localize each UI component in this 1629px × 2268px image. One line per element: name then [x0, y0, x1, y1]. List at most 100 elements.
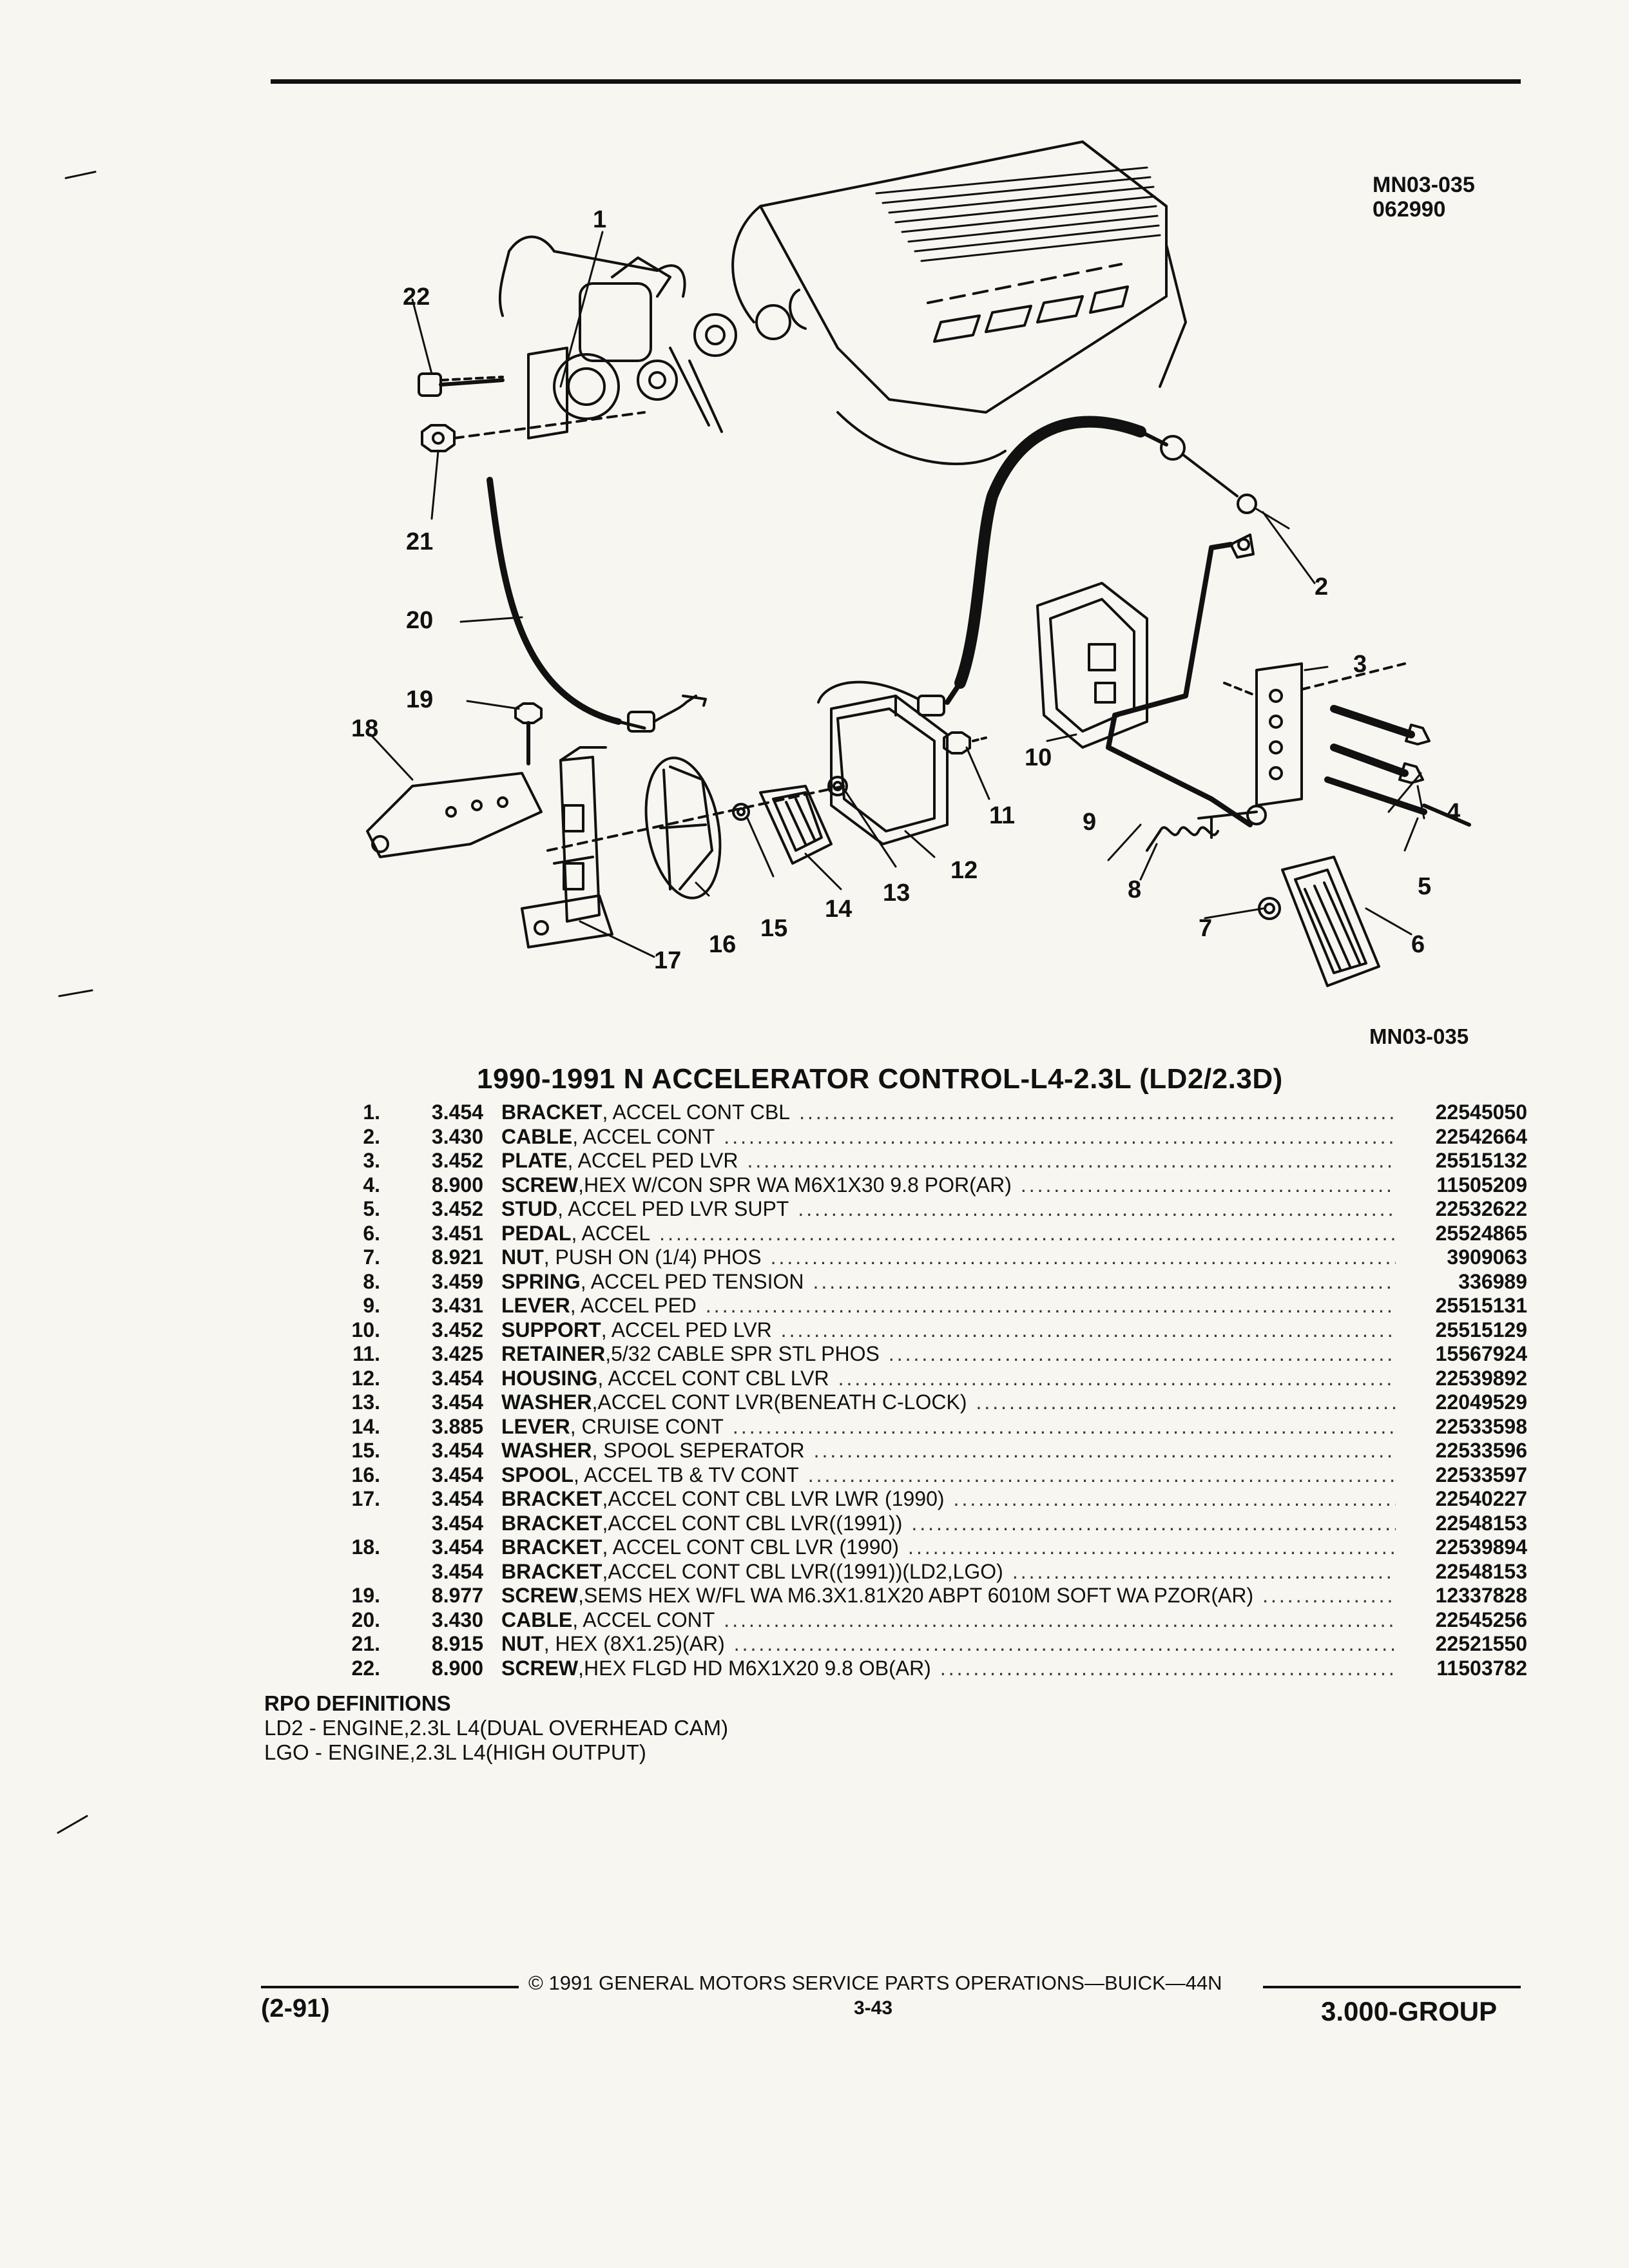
- part-number: 22540227: [1435, 1487, 1527, 1510]
- part-group: 3.885: [431, 1414, 483, 1438]
- dot-leader: [940, 1657, 1396, 1681]
- part-index: 21.: [351, 1632, 380, 1655]
- part-index: 12.: [351, 1366, 380, 1390]
- part-number: 3909063: [1447, 1245, 1527, 1269]
- diagram-code: MN03-035: [1373, 173, 1475, 197]
- part-index: 15.: [351, 1439, 380, 1462]
- engine-intake-drawing: [669, 140, 1187, 465]
- part-number: 22542664: [1435, 1124, 1527, 1148]
- part-description: SCREW,SEMS HEX W/FL WA M6.3X1.81X20 ABPT…: [483, 1584, 1405, 1608]
- throttle-body-drawing: [498, 235, 686, 439]
- part-description: BRACKET, ACCEL CONT CBL LVR (1990): [483, 1535, 1405, 1560]
- part-detail: ,HEX FLGD HD M6X1X20 9.8 OB(AR): [578, 1656, 931, 1680]
- copyright-notice: © 1991 GENERAL MOTORS SERVICE PARTS OPER…: [528, 1972, 1222, 1994]
- part-name: SCREW: [501, 1656, 579, 1680]
- part-description: SCREW,HEX W/CON SPR WA M6X1X30 9.8 POR(A…: [483, 1173, 1405, 1198]
- nut-21-drawing: [421, 411, 646, 452]
- support-10-drawing: [1036, 582, 1148, 749]
- part-description: SPRING, ACCEL PED TENSION: [483, 1270, 1405, 1294]
- part-index: 10.: [351, 1318, 380, 1341]
- part-detail: , PUSH ON (1/4) PHOS: [543, 1245, 762, 1269]
- part-description: LEVER, CRUISE CONT: [483, 1415, 1405, 1439]
- part-number: 15567924: [1435, 1342, 1527, 1365]
- margin-mark: [56, 1814, 89, 1834]
- rpo-item: LD2 - ENGINE,2.3L L4(DUAL OVERHEAD CAM): [264, 1716, 729, 1740]
- part-name: NUT: [501, 1245, 544, 1269]
- part-name: CABLE: [501, 1608, 573, 1631]
- callout-15: 15: [760, 915, 788, 942]
- part-detail: , ACCEL PED LVR SUPT: [557, 1197, 789, 1220]
- part-index: 17.: [351, 1487, 380, 1510]
- part-number: 12337828: [1435, 1584, 1527, 1607]
- dot-leader: [771, 1245, 1396, 1270]
- rpo-heading: RPO DEFINITIONS: [264, 1691, 451, 1715]
- footer-rule-right: [1263, 1986, 1521, 1988]
- part-description: NUT, PUSH ON (1/4) PHOS: [483, 1245, 1405, 1270]
- dot-leader: [734, 1632, 1396, 1657]
- part-name: SCREW: [501, 1584, 579, 1607]
- part-name: BRACKET: [501, 1487, 602, 1510]
- part-detail: ,ACCEL CONT CBL LVR((1991))(LD2,LGO): [602, 1559, 1003, 1583]
- part-index: 6.: [363, 1221, 380, 1245]
- callout-1: 1: [593, 206, 607, 233]
- bracket-17-drawing: [521, 746, 613, 948]
- diagram-footer-code: MN03-035: [1369, 1024, 1469, 1048]
- part-group: 8.900: [431, 1656, 483, 1680]
- part-index: 18.: [351, 1535, 380, 1559]
- dot-leader: [976, 1390, 1396, 1415]
- part-group: 3.454: [431, 1366, 483, 1390]
- part-number: 336989: [1458, 1269, 1527, 1293]
- part-detail: ,ACCEL CONT CBL LVR((1991)): [602, 1511, 903, 1535]
- part-detail: , ACCEL PED LVR: [567, 1149, 738, 1172]
- part-group: 3.425: [431, 1342, 483, 1365]
- bracket-18-drawing: [366, 772, 543, 858]
- part-name: HOUSING: [501, 1366, 598, 1390]
- part-description: PEDAL, ACCEL: [483, 1222, 1405, 1246]
- cable-20-drawing: [487, 477, 707, 733]
- retainer-11-drawing: [943, 731, 987, 754]
- part-group: 8.900: [431, 1173, 483, 1196]
- part-description: WASHER,ACCEL CONT LVR(BENEATH C-LOCK): [483, 1390, 1405, 1415]
- part-group: 3.454: [431, 1463, 483, 1486]
- part-index: 16.: [351, 1463, 380, 1486]
- callout-7: 7: [1199, 915, 1213, 942]
- part-description: RETAINER,5/32 CABLE SPR STL PHOS: [483, 1342, 1405, 1367]
- part-number: 22532622: [1435, 1197, 1527, 1220]
- part-name: LEVER: [501, 1294, 570, 1317]
- part-number: 22533598: [1435, 1414, 1527, 1438]
- part-number: 22539892: [1435, 1366, 1527, 1390]
- part-detail: , ACCEL CONT CBL LVR (1990): [602, 1535, 900, 1559]
- part-description: NUT, HEX (8X1.25)(AR): [483, 1632, 1405, 1657]
- part-number: 22533597: [1435, 1463, 1527, 1486]
- callout-16: 16: [709, 931, 737, 958]
- lever-9-drawing: [1106, 533, 1267, 839]
- callout-5: 5: [1418, 873, 1432, 900]
- dot-leader: [808, 1463, 1396, 1488]
- part-number: 25515131: [1435, 1294, 1527, 1317]
- part-description: LEVER, ACCEL PED: [483, 1294, 1405, 1318]
- part-group: 3.454: [431, 1100, 483, 1124]
- part-index: 8.: [363, 1269, 380, 1293]
- callout-9: 9: [1083, 809, 1097, 836]
- part-index: 3.: [363, 1149, 380, 1172]
- part-description: SPOOL, ACCEL TB & TV CONT: [483, 1463, 1405, 1488]
- screw-19-drawing: [514, 702, 543, 765]
- part-description: CABLE, ACCEL CONT: [483, 1608, 1405, 1633]
- top-rule: [271, 79, 1521, 84]
- part-name: PEDAL: [501, 1221, 572, 1245]
- part-description: HOUSING, ACCEL CONT CBL LVR: [483, 1367, 1405, 1391]
- part-detail: ,HEX W/CON SPR WA M6X1X30 9.8 POR(AR): [578, 1173, 1012, 1196]
- part-group: 3.452: [431, 1318, 483, 1341]
- part-detail: , ACCEL CONT: [572, 1124, 715, 1148]
- part-name: RETAINER: [501, 1342, 606, 1365]
- part-index: 9.: [363, 1294, 380, 1317]
- part-detail: , ACCEL CONT CBL: [602, 1100, 791, 1124]
